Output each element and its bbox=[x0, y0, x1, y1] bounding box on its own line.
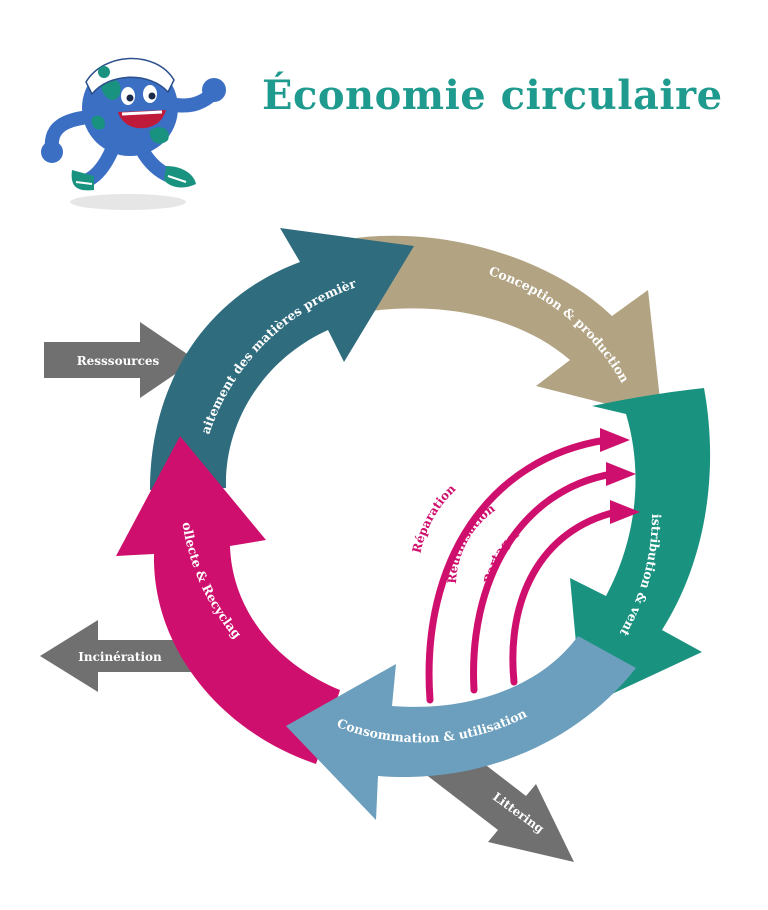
reutilisation-loop bbox=[470, 470, 616, 694]
reparation-loop bbox=[425, 436, 610, 704]
incineration-arrow bbox=[40, 620, 226, 692]
page-title: Économie circulaire bbox=[262, 72, 723, 119]
ressources-arrow bbox=[44, 322, 196, 398]
distribution-arrow bbox=[570, 388, 711, 708]
partager-arrowhead bbox=[610, 500, 640, 524]
ressources-label: Resssources bbox=[77, 354, 160, 368]
reparation-arrowhead bbox=[600, 428, 630, 452]
incineration-label: Incinération bbox=[78, 650, 162, 664]
partager-label: Partager bbox=[481, 525, 523, 584]
partager-loop bbox=[509, 508, 620, 686]
inner-loops bbox=[425, 436, 620, 704]
globe-mascot-icon bbox=[41, 57, 226, 210]
consommation-arrow bbox=[286, 636, 636, 820]
reutilisation-arrowhead bbox=[606, 462, 636, 486]
reparation-label: Réparation bbox=[410, 481, 459, 554]
traitement-arrow bbox=[150, 228, 414, 490]
collecte-arrow bbox=[116, 436, 340, 764]
conception-arrow bbox=[356, 235, 662, 418]
